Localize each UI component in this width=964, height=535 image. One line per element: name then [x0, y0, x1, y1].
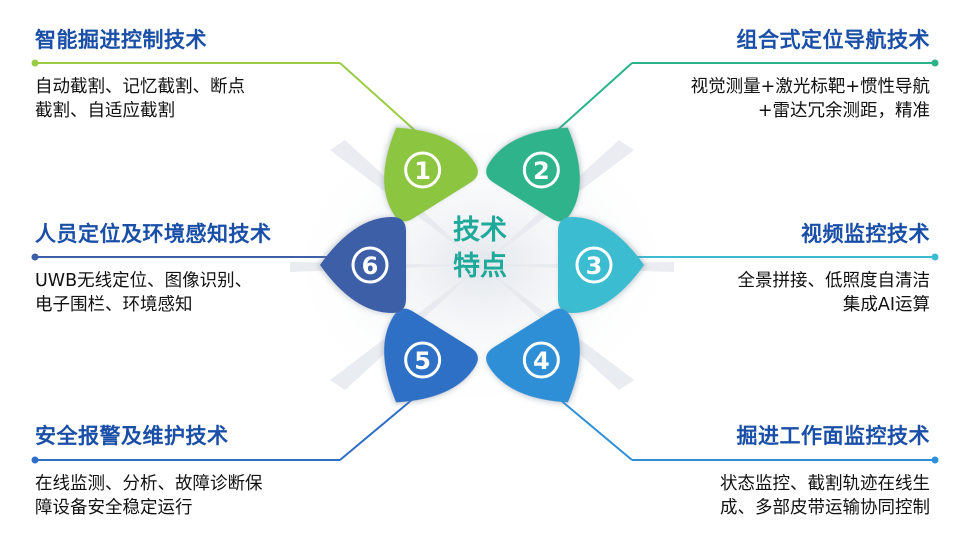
center-label: 技术 特点 — [430, 213, 530, 285]
petal-1-badge: 1 — [404, 151, 442, 189]
feature-5-description: 在线监测、分析、故障诊断保 障设备安全稳定运行 — [35, 472, 263, 520]
petal-4-number: 4 — [533, 347, 550, 375]
feature-1-line-2: 截割、自适应截割 — [35, 101, 175, 121]
feature-2-line-1: 视觉测量+激光标靶+惯性导航 — [690, 77, 930, 97]
center-label-line-1: 技术 — [453, 215, 507, 246]
feature-2-line-2: +雷达冗余测距，精准 — [757, 101, 930, 121]
petal-2-number: 2 — [533, 157, 550, 185]
connector-5 — [31, 392, 421, 464]
feature-2-description: 视觉测量+激光标靶+惯性导航 +雷达冗余测距，精准 — [691, 75, 930, 123]
petal-6-badge: 6 — [351, 246, 389, 284]
feature-3-line-1: 全景拼接、低照度自清洁 — [737, 271, 931, 291]
petal-ring: 1 2 3 4 5 6 — [320, 102, 644, 428]
connector-3 — [622, 253, 939, 261]
connector-2 — [551, 59, 939, 136]
feature-4-line-2: 成、多部皮带运输协同控制 — [720, 498, 930, 518]
feature-5-line-1: 在线监测、分析、故障诊断保 — [35, 474, 263, 494]
feature-1-description: 自动截割、记忆截割、断点 截割、自适应截割 — [35, 75, 245, 123]
petal-1-number: 1 — [414, 157, 431, 185]
feature-4-line-1: 状态监控、截割轨迹在线生 — [720, 474, 930, 494]
feature-6-line-2: 电子围栏、环境感知 — [35, 295, 193, 315]
petal-5-badge: 5 — [404, 341, 442, 379]
feature-4-title: 掘进工作面监控技术 — [736, 424, 930, 448]
petal-5-number: 5 — [414, 347, 431, 375]
center-label-line-2: 特点 — [453, 251, 507, 282]
feature-3-description: 全景拼接、低照度自清洁 集成AI运算 — [738, 269, 931, 317]
feature-6-description: UWB无线定位、图像识别、 电子围栏、环境感知 — [35, 269, 252, 317]
feature-1-line-1: 自动截割、记忆截割、断点 — [35, 77, 245, 97]
feature-4-description: 状态监控、截割轨迹在线生 成、多部皮带运输协同控制 — [720, 472, 930, 520]
connector-4 — [551, 392, 939, 464]
petal-3-badge: 3 — [575, 246, 613, 284]
petal-6-number: 6 — [362, 252, 379, 280]
petal-3-number: 3 — [586, 252, 603, 280]
feature-2-title: 组合式定位导航技术 — [736, 28, 930, 52]
feature-3-title: 视频监控技术 — [801, 222, 930, 246]
petal-2-badge: 2 — [522, 151, 560, 189]
connector-1 — [31, 59, 421, 136]
feature-1-title: 智能掘进控制技术 — [35, 28, 207, 52]
feature-5-line-2: 障设备安全稳定运行 — [35, 498, 193, 518]
feature-6-title: 人员定位及环境感知技术 — [35, 222, 272, 246]
feature-3-line-2: 集成AI运算 — [842, 295, 930, 315]
connector-6 — [31, 253, 342, 261]
feature-6-line-1: UWB无线定位、图像识别、 — [35, 271, 253, 291]
petal-4-badge: 4 — [522, 341, 560, 379]
feature-5-title: 安全报警及维护技术 — [35, 424, 229, 448]
